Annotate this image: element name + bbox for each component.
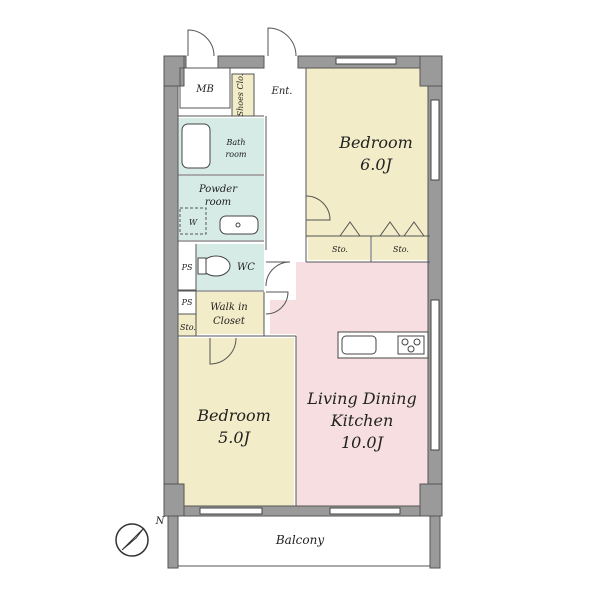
shoes-closet-area — [232, 74, 254, 116]
window-bedroom-small — [199, 507, 263, 515]
storage-bed2-area — [372, 236, 430, 260]
bedroom-small-label-line2: 5.0J — [218, 428, 251, 447]
compass-icon — [115, 523, 149, 557]
entrance-label: Ent. — [271, 86, 293, 97]
column-bottom-right — [419, 483, 443, 517]
mb-box — [179, 67, 231, 109]
ldk-label-line2: Kitchen — [330, 411, 394, 430]
bath-label-line1: Bath — [225, 138, 245, 147]
bedroom-small-area — [178, 338, 294, 508]
walk-in-closet-area — [196, 292, 264, 334]
walk-in-label-line2: Closet — [213, 316, 246, 327]
bathtub-icon — [181, 123, 211, 169]
wc-label: WC — [237, 262, 255, 273]
toilet-tank-icon — [197, 257, 207, 275]
ldk-area — [296, 262, 432, 508]
burner-icon-3 — [407, 345, 415, 353]
storage-door-b[interactable] — [379, 221, 401, 237]
entrance-door[interactable] — [267, 27, 297, 57]
ldk-label-line1: Living Dining — [306, 389, 416, 408]
bedroom-main-door[interactable] — [305, 195, 331, 221]
storage-left-area — [178, 314, 196, 336]
powder-label-line2: room — [205, 197, 231, 208]
bedroom-main-label-line2: 6.0J — [360, 155, 393, 174]
closet-door[interactable] — [265, 291, 289, 315]
bath-label-line2: room — [225, 150, 246, 159]
ldk-label-line3: 10.0J — [341, 433, 385, 452]
mb-door[interactable] — [187, 29, 215, 57]
washer-label: W — [189, 218, 198, 227]
window-ldk — [329, 507, 401, 515]
bedroom-small-door[interactable] — [209, 337, 237, 365]
basin-drain-icon — [235, 222, 241, 228]
wall-top-mid — [217, 55, 265, 69]
balcony-wall-left — [167, 515, 179, 569]
compass-north-label: N — [155, 516, 166, 527]
window-bedroom-main — [335, 57, 397, 65]
window-right-upper — [430, 99, 440, 181]
storage-door-c[interactable] — [403, 221, 425, 237]
burner-icon-2 — [413, 338, 421, 346]
window-right-lower — [430, 299, 440, 451]
ps-upper-label: PS — [181, 263, 193, 272]
column-top-left — [163, 55, 185, 87]
wc-door[interactable] — [265, 261, 291, 287]
washer-space — [179, 207, 207, 235]
powder-label-line1: Powder — [198, 184, 238, 195]
storage-bed2-label: Sto. — [393, 245, 409, 254]
walk-in-label-line1: Walk in — [210, 302, 247, 313]
storage-door-a[interactable] — [339, 221, 361, 237]
storage-bed1-area — [308, 236, 370, 260]
storage-bed1-label: Sto. — [332, 245, 348, 254]
shoes-closet-label: Shoes Clo. — [236, 74, 245, 117]
balcony-wall-right — [429, 515, 441, 569]
burner-icon-1 — [401, 338, 409, 346]
bedroom-main-label-line1: Bedroom — [338, 133, 413, 152]
bedroom-main-area — [306, 68, 432, 238]
sink-icon — [341, 335, 377, 355]
mb-label: MB — [195, 84, 214, 95]
storage-left-label: Sto. — [180, 323, 196, 332]
column-top-right — [419, 55, 443, 87]
wall-left — [163, 55, 179, 513]
balcony-label: Balcony — [275, 533, 324, 547]
ps-lower-label: PS — [181, 298, 193, 307]
column-bottom-left — [163, 483, 185, 517]
ldk-upper-area — [270, 300, 300, 334]
bedroom-small-label-line1: Bedroom — [196, 406, 271, 425]
